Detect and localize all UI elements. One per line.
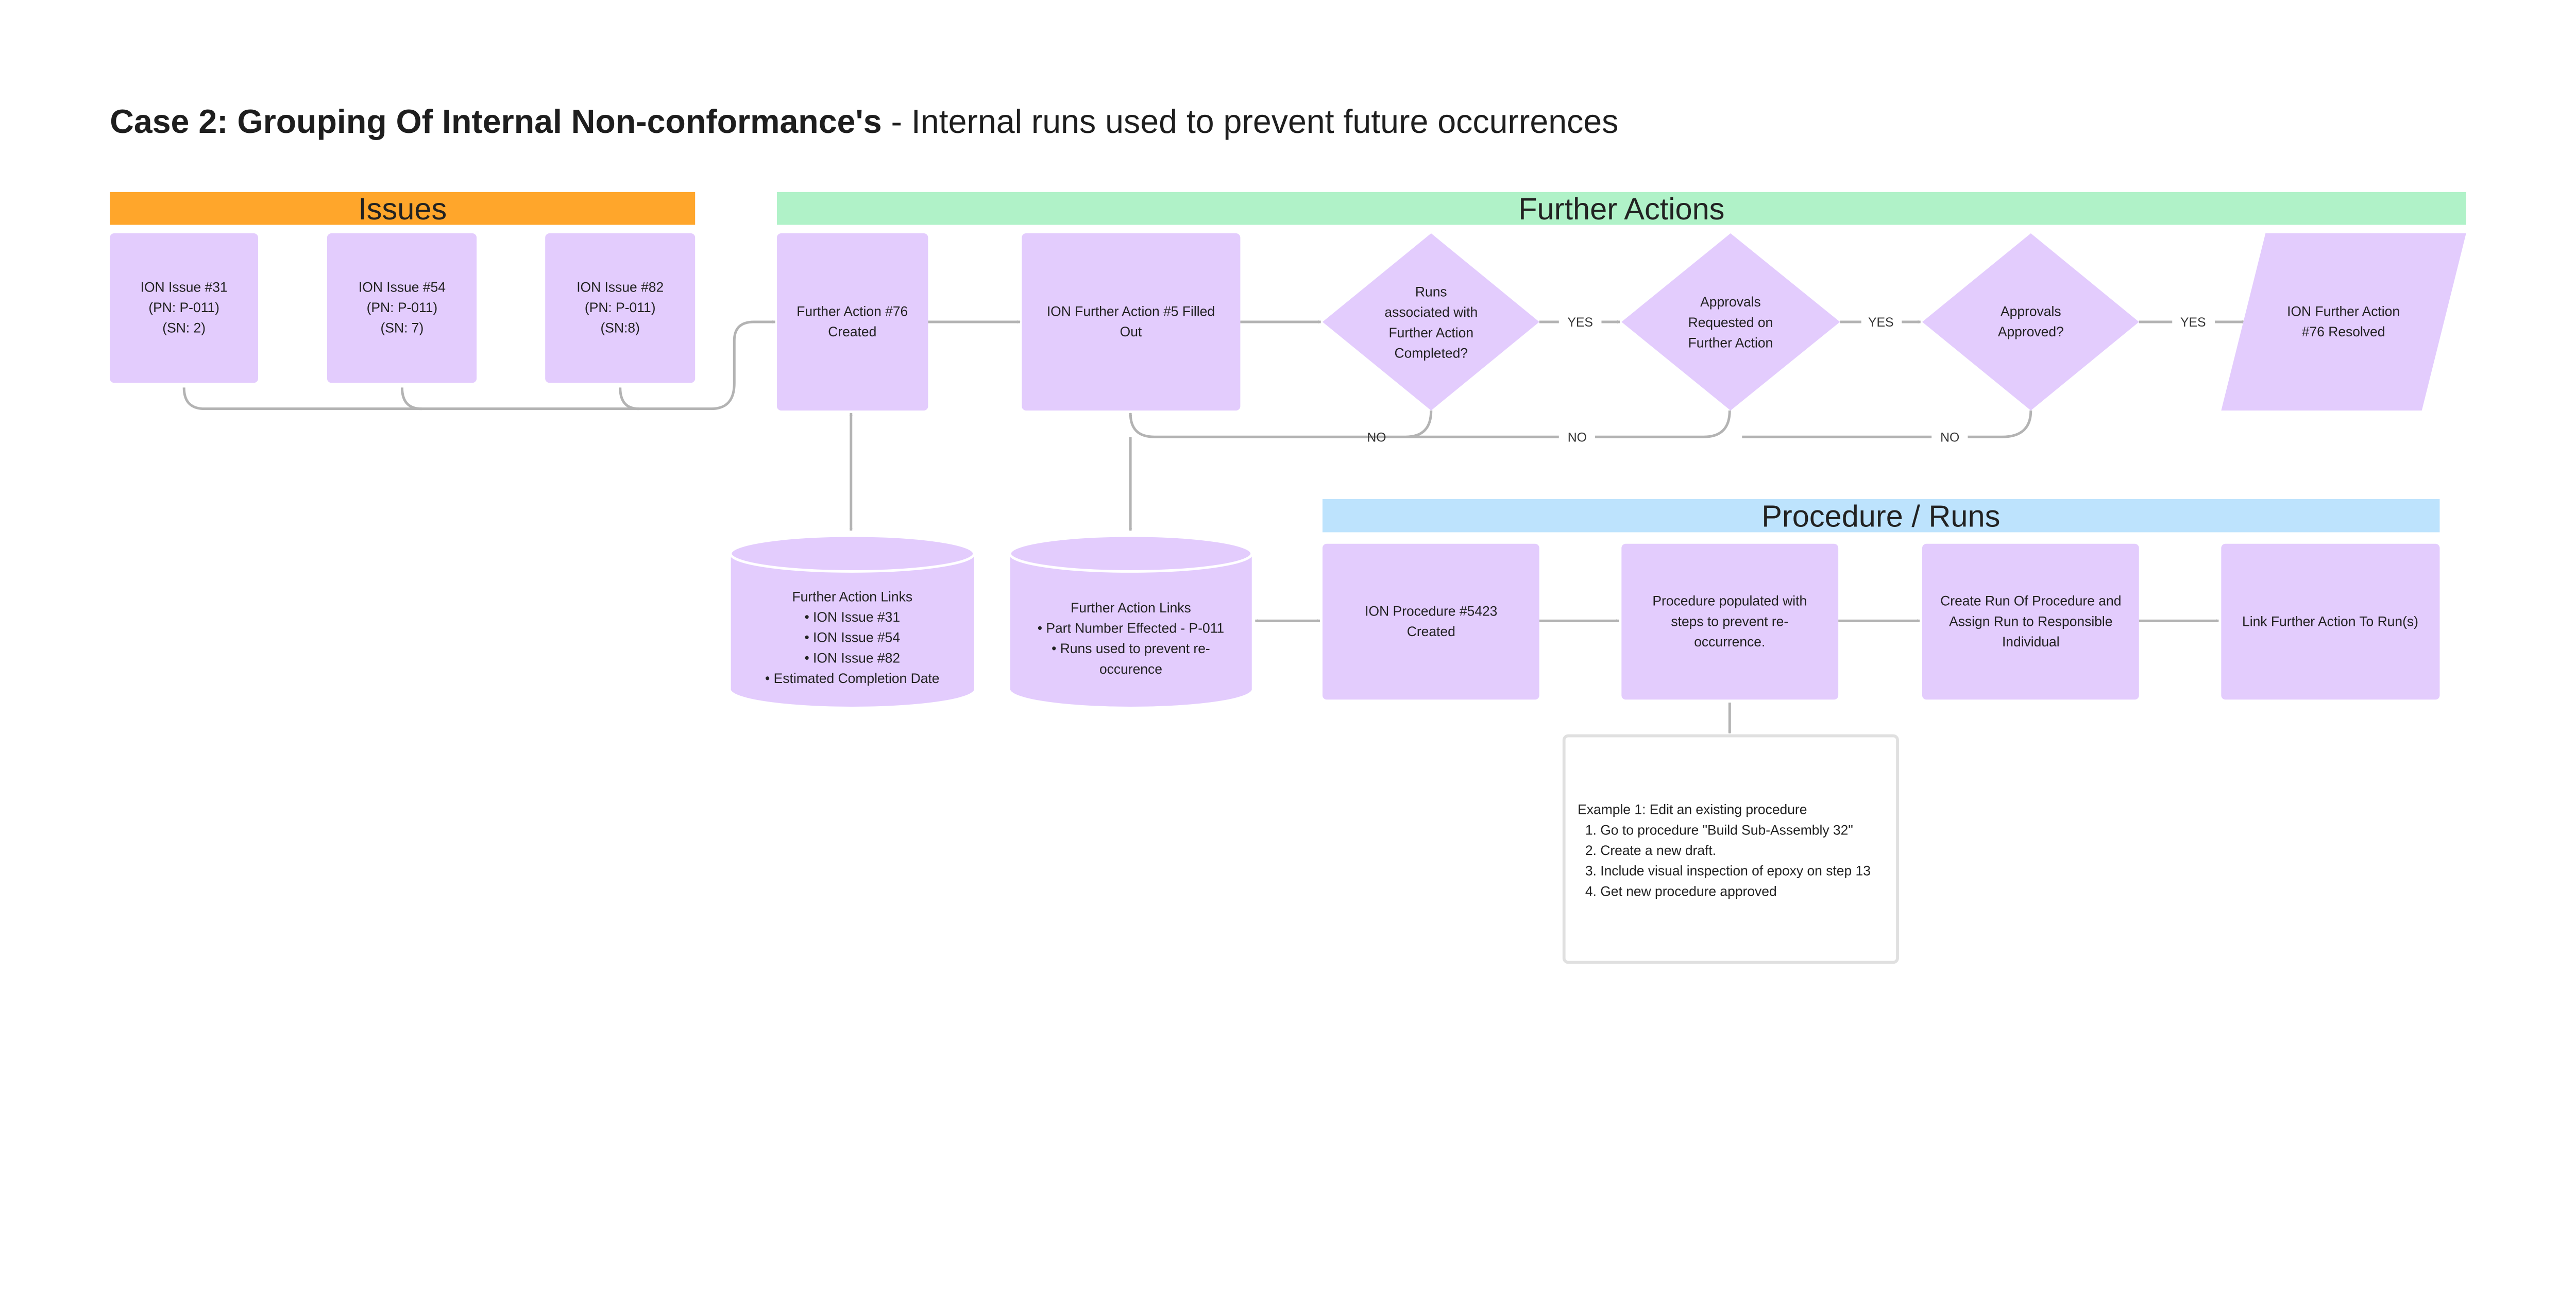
svg-text:Further Action Links• Part Num: Further Action Links• Part Number Effect…	[1038, 600, 1224, 677]
further-action-links-parts-db[interactable]: Further Action Links• Part Number Effect…	[1008, 534, 1253, 707]
issue-node[interactable]: ION Issue #31(PN: P-011)(SN: 2)	[110, 233, 258, 383]
issues-header-label: Issues	[358, 192, 447, 226]
no-label: NO	[1940, 431, 1959, 445]
further-action-resolved-node[interactable]: ION Further Action #76 Resolved	[2221, 233, 2466, 411]
example-note[interactable]: Example 1: Edit an existing procedure 1.…	[1562, 734, 1899, 964]
link-further-action-label: Link Further Action To Run(s)	[2242, 613, 2418, 629]
issues-header	[110, 192, 696, 225]
page-title: Case 2: Grouping Of Internal Non-conform…	[110, 103, 1618, 140]
svg-text:Example 1: Edit an existing pr: Example 1: Edit an existing procedure 1.…	[1578, 802, 1871, 899]
link-further-action-node[interactable]: Link Further Action To Run(s)	[2221, 543, 2440, 700]
issues-connector	[619, 387, 639, 411]
issues-connector	[182, 322, 775, 411]
yes-label: YES	[1868, 316, 1894, 330]
svg-text:Further Action Links• ION Issu: Further Action Links• ION Issue #31• ION…	[765, 589, 939, 686]
issues-connector	[400, 387, 422, 411]
no-label: NO	[1568, 431, 1587, 445]
procedure-header-label: Procedure / Runs	[1761, 499, 2000, 534]
no-loop-connector	[1130, 411, 2032, 438]
further-action-links-db[interactable]: Further Action Links• ION Issue #31• ION…	[729, 534, 976, 707]
svg-text:ION Further Action#76 Resolved: ION Further Action #76 Resolved	[2287, 303, 2400, 339]
flow-diagram: Case 2: Grouping Of Internal Non-conform…	[110, 103, 2466, 964]
resolved-label-line: #76 Resolved	[2302, 324, 2385, 339]
further-actions-header	[776, 192, 2466, 225]
svg-text:ION Issue #82(PN: P-011)(SN:8): ION Issue #82(PN: P-011)(SN:8)	[577, 279, 664, 335]
issue-node[interactable]: ION Issue #82(PN: P-011)(SN:8)	[545, 233, 696, 383]
yes-label: YES	[1567, 316, 1593, 330]
no-label: NO	[1367, 431, 1386, 445]
issue-node[interactable]: ION Issue #54(PN: P-011)(SN: 7)	[327, 233, 477, 383]
svg-text:ION Issue #31(PN: P-011)(SN: 2: ION Issue #31(PN: P-011)(SN: 2)	[141, 279, 228, 335]
svg-text:ION Issue #54(PN: P-011)(SN: 7: ION Issue #54(PN: P-011)(SN: 7)	[359, 279, 446, 335]
yes-label: YES	[2180, 316, 2206, 330]
further-actions-header-label: Further Actions	[1518, 192, 1724, 226]
resolved-label-line: ION Further Action	[2287, 303, 2400, 319]
procedure-header	[1322, 499, 2440, 533]
